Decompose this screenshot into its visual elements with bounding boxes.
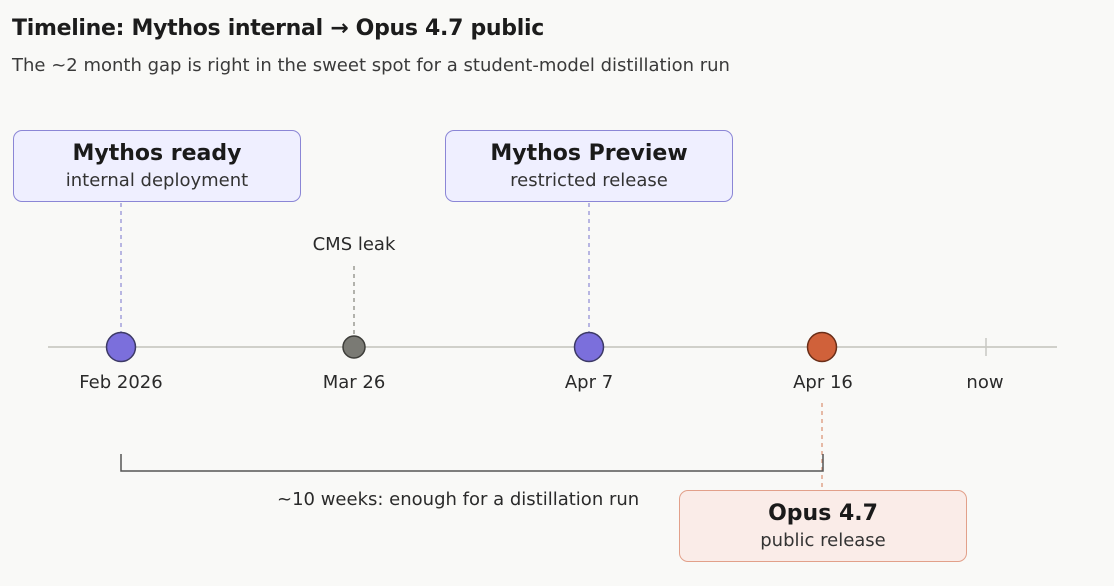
marker-apr-7 xyxy=(573,331,605,363)
box-mythos-preview-sub: restricted release xyxy=(510,170,668,191)
cms-leak-label: CMS leak xyxy=(312,234,396,255)
date-label-apr-7: Apr 7 xyxy=(564,372,614,393)
box-opus: Opus 4.7 public release xyxy=(679,490,967,562)
date-label-apr-16: Apr 16 xyxy=(793,372,853,393)
marker-apr-16 xyxy=(806,331,838,363)
box-opus-sub: public release xyxy=(760,530,886,551)
date-label-feb-2026: Feb 2026 xyxy=(79,372,163,393)
box-mythos-ready: Mythos ready internal deployment xyxy=(13,130,301,202)
date-label-now: now xyxy=(966,372,1004,393)
box-mythos-preview-title: Mythos Preview xyxy=(490,141,688,166)
gap-bracket xyxy=(120,454,824,472)
marker-mar-26 xyxy=(342,335,366,359)
marker-feb-2026 xyxy=(105,331,137,363)
box-mythos-ready-sub: internal deployment xyxy=(65,170,249,191)
box-opus-title: Opus 4.7 xyxy=(768,501,878,526)
box-mythos-ready-title: Mythos ready xyxy=(72,141,242,166)
chart-title: Timeline: Mythos internal → Opus 4.7 pub… xyxy=(12,16,544,41)
chart-subtitle: The ~2 month gap is right in the sweet s… xyxy=(12,55,730,76)
gap-note: ~10 weeks: enough for a distillation run xyxy=(277,489,640,510)
date-label-mar-26: Mar 26 xyxy=(322,372,386,393)
box-mythos-preview: Mythos Preview restricted release xyxy=(445,130,733,202)
